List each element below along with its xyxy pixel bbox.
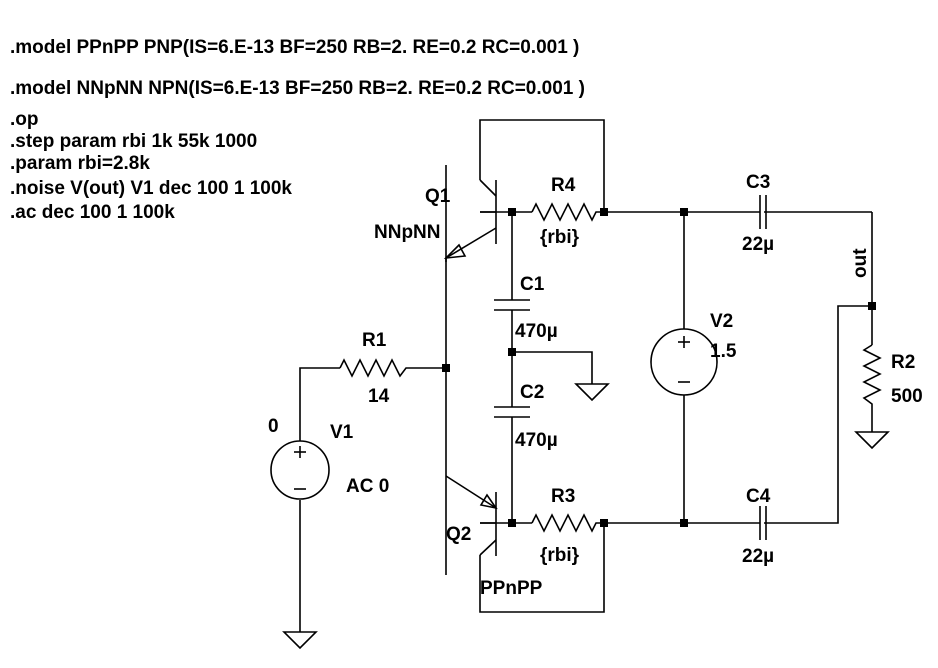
r2-label: R2	[891, 352, 915, 373]
directive-ac: .ac dec 100 1 100k	[10, 202, 175, 223]
r3-body	[531, 513, 604, 533]
ground-mid-icon	[574, 383, 610, 402]
c1-value: 470µ	[515, 321, 558, 342]
resistor-r2[interactable]: R2 500	[862, 344, 923, 408]
directive-step: .step param rbi 1k 55k 1000	[10, 131, 257, 152]
wire-q1-collector-loop	[479, 119, 605, 212]
wire-q2-collector-loop	[479, 523, 605, 613]
c2-label: C2	[520, 382, 544, 403]
wire-v1-r1	[299, 367, 340, 441]
capacitor-c1[interactable]: C1 470µ	[494, 274, 558, 342]
c1-label: C1	[520, 274, 545, 295]
ground-r2-icon	[854, 431, 890, 450]
c4-value: 22µ	[742, 546, 774, 567]
v1-label: V1	[330, 422, 354, 443]
wire-mid-ground	[512, 351, 593, 384]
c3-label: C3	[746, 172, 770, 193]
junction-dots	[442, 208, 876, 527]
resistor-r3[interactable]: R3 {rbi}	[531, 486, 604, 566]
directive-param: .param rbi=2.8k	[10, 153, 150, 174]
junction-mid	[508, 348, 516, 356]
voltage-source-v2[interactable]: V2 1.5	[650, 311, 737, 396]
v1-value: AC 0	[346, 476, 389, 497]
r3-value: {rbi}	[540, 545, 580, 566]
transistor-q1[interactable]: Q1 NNpNN	[374, 178, 497, 262]
junction-base	[442, 364, 450, 372]
junction-v2-top	[680, 208, 688, 216]
directive-noise: .noise V(out) V1 dec 100 1 100k	[10, 178, 292, 199]
q2-emitter	[445, 475, 497, 509]
directive-model-npn: .model NNpNN NPN(IS=6.E-13 BF=250 RB=2. …	[10, 78, 585, 99]
q1-collector	[479, 179, 497, 197]
r1-value: 14	[368, 386, 390, 407]
junction-v2-bottom	[680, 519, 688, 527]
q2-emitter-arrow	[479, 493, 498, 510]
r1-label: R1	[362, 330, 387, 351]
r2-body	[862, 344, 882, 408]
junction-out	[868, 302, 876, 310]
capacitor-c3[interactable]: C3 22µ	[742, 172, 774, 255]
resistor-r1[interactable]: R1 14	[339, 330, 410, 407]
c2-value: 470µ	[515, 430, 558, 451]
capacitor-c4[interactable]: C4 22µ	[742, 486, 774, 567]
c4-label: C4	[746, 486, 771, 507]
q2-label: Q2	[446, 524, 471, 545]
q1-model: NNpNN	[374, 222, 441, 243]
junction-q2-emitter	[508, 519, 516, 527]
net-label-out: out	[850, 248, 871, 278]
wire-out-c4	[764, 305, 872, 524]
r1-body	[339, 358, 410, 378]
r4-body	[531, 202, 604, 222]
r4-label: R4	[551, 175, 576, 196]
r3-label: R3	[551, 486, 575, 507]
q2-collector	[479, 539, 497, 556]
ground-symbols	[282, 383, 890, 650]
v1-body	[270, 440, 330, 500]
q1-label: Q1	[425, 186, 451, 207]
transistor-q2[interactable]: Q2 PPnPP	[445, 475, 543, 599]
v2-value: 1.5	[710, 341, 737, 362]
v2-label: V2	[710, 311, 733, 332]
spice-directives: .model PPnPP PNP(IS=6.E-13 BF=250 RB=2. …	[10, 37, 585, 223]
r2-value: 500	[891, 386, 923, 407]
c3-value: 22µ	[742, 234, 774, 255]
wires	[299, 119, 873, 632]
resistor-r4[interactable]: R4 {rbi}	[531, 175, 604, 248]
capacitor-c2[interactable]: C2 470µ	[494, 382, 558, 451]
q1-emitter	[445, 227, 497, 259]
v2-body	[650, 328, 718, 396]
ground-v1-icon	[282, 631, 318, 650]
r4-value: {rbi}	[540, 227, 580, 248]
q2-model: PPnPP	[480, 578, 543, 599]
voltage-source-v1[interactable]: V1 AC 0 0	[268, 416, 389, 500]
directive-op: .op	[10, 109, 39, 130]
q1-emitter-arrow	[443, 243, 467, 260]
junction-q1-emitter	[508, 208, 516, 216]
directive-model-pnp: .model PPnPP PNP(IS=6.E-13 BF=250 RB=2. …	[10, 37, 579, 58]
v1-dc-value: 0	[268, 416, 279, 437]
